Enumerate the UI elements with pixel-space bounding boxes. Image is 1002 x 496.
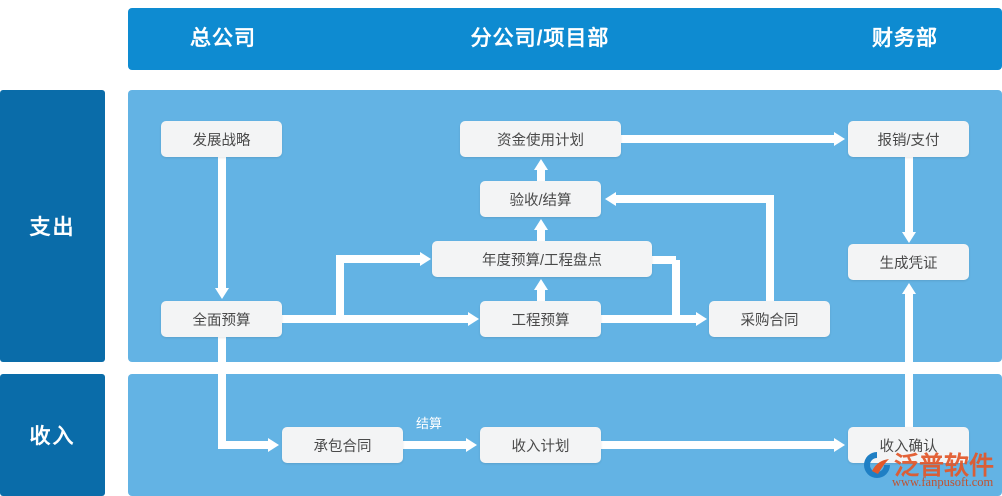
node-purchase-contract[interactable]: 采购合同 bbox=[709, 301, 830, 337]
arrowhead-income-confirm-to-voucher bbox=[902, 283, 916, 294]
arrowhead-income-plan-to-confirm bbox=[834, 438, 845, 452]
node-contracting-agreement[interactable]: 承包合同 bbox=[282, 427, 403, 463]
arrowhead-project-budget-to-purchase bbox=[696, 312, 707, 326]
arrowhead-annual-to-acceptance bbox=[534, 219, 548, 230]
edge-acceptance-to-fund-plan bbox=[537, 168, 545, 182]
edge-annual-to-acceptance bbox=[537, 228, 545, 242]
arrowhead-fund-plan-to-reimburse bbox=[834, 132, 845, 146]
node-annual-budget-project-inventory[interactable]: 年度预算/工程盘点 bbox=[432, 241, 652, 277]
edge-budget-to-contract-riser bbox=[218, 337, 226, 449]
node-income-plan[interactable]: 收入计划 bbox=[480, 427, 601, 463]
column-header-headquarters: 总公司 bbox=[190, 27, 256, 50]
arrowhead-budget-to-annual-budget bbox=[420, 252, 431, 266]
edge-income-confirm-to-voucher bbox=[905, 292, 913, 427]
arrowhead-reimburse-to-voucher bbox=[902, 232, 916, 243]
edge-income-plan-to-confirm bbox=[601, 441, 835, 449]
arrowhead-budget-to-project-budget bbox=[468, 312, 479, 326]
edge-strategy-to-budget bbox=[218, 157, 226, 289]
node-comprehensive-budget[interactable]: 全面预算 bbox=[161, 301, 282, 337]
lane-label-income: 收入 bbox=[0, 374, 105, 496]
edge-fund-plan-to-reimburse bbox=[621, 135, 835, 143]
arrowhead-project-budget-to-annual bbox=[534, 279, 548, 290]
node-income-confirmation[interactable]: 收入确认 bbox=[848, 427, 969, 463]
edge-project-budget-to-purchase bbox=[601, 315, 697, 323]
node-generate-voucher[interactable]: 生成凭证 bbox=[848, 244, 969, 280]
node-fund-usage-plan[interactable]: 资金使用计划 bbox=[460, 121, 621, 157]
edge-annual-right-stub bbox=[648, 256, 676, 264]
column-header-bar bbox=[128, 8, 1002, 70]
edge-project-budget-to-annual bbox=[537, 288, 545, 302]
lane-label-expenditure: 支出 bbox=[0, 90, 105, 362]
edge-purchase-to-acceptance bbox=[616, 195, 774, 203]
edge-reimburse-to-voucher bbox=[905, 157, 913, 233]
edge-budget-branch-riser bbox=[336, 255, 344, 319]
edge-budget-branch-to-annual bbox=[336, 255, 422, 263]
edge-budget-to-contract bbox=[218, 441, 270, 449]
arrowhead-strategy-to-budget bbox=[215, 288, 229, 299]
node-reimbursement-payment[interactable]: 报销/支付 bbox=[848, 121, 969, 157]
node-development-strategy[interactable]: 发展战略 bbox=[161, 121, 282, 157]
arrowhead-contract-to-income-plan bbox=[466, 438, 477, 452]
node-acceptance-settlement[interactable]: 验收/结算 bbox=[480, 181, 601, 217]
node-project-budget[interactable]: 工程预算 bbox=[480, 301, 601, 337]
arrowhead-purchase-to-acceptance bbox=[605, 192, 616, 206]
edge-purchase-riser bbox=[766, 199, 774, 301]
edge-contract-to-income-plan bbox=[403, 441, 467, 449]
arrowhead-budget-to-contract bbox=[268, 438, 279, 452]
column-header-finance: 财务部 bbox=[872, 27, 938, 50]
edge-budget-to-project-budget bbox=[282, 315, 470, 323]
edge-label-settlement: 结算 bbox=[416, 416, 443, 431]
arrowhead-acceptance-to-fund-plan bbox=[534, 159, 548, 170]
edge-annual-right-drop bbox=[672, 260, 680, 319]
column-header-branch-project: 分公司/项目部 bbox=[470, 27, 610, 50]
